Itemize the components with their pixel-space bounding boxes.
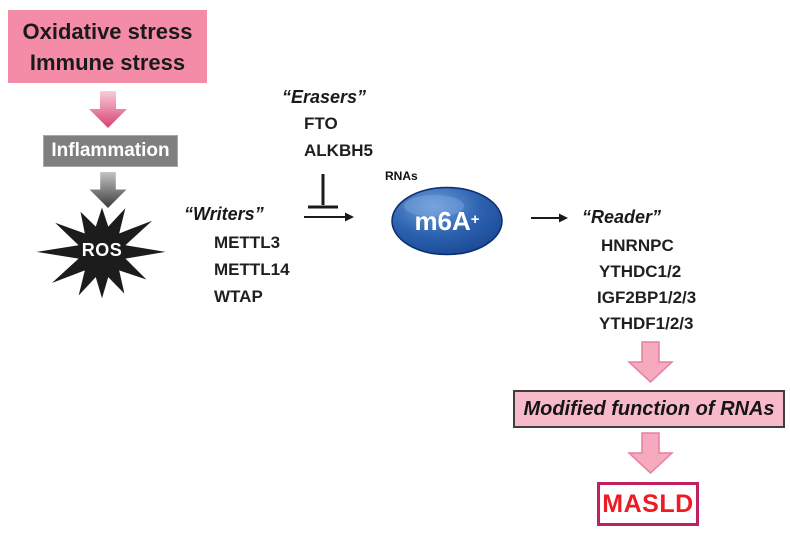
- erasers-item-alkbh5: ALKBH5: [304, 141, 373, 160]
- erasers-label: “Erasers”: [282, 87, 367, 107]
- rnas-label: RNAs: [385, 169, 418, 183]
- stress-down-arrow-icon: [89, 91, 127, 128]
- ros-starburst-icon: [36, 207, 166, 298]
- writers-label: “Writers”: [184, 204, 264, 224]
- methylation-arrow-icon: [304, 212, 354, 222]
- stress-line-1: Oxidative stress: [22, 18, 193, 44]
- masld-box: MASLD: [597, 482, 699, 526]
- ros-label: ROS: [81, 240, 123, 260]
- reader-item-hnrnpc: HNRNPC: [601, 236, 674, 255]
- oxidative-immune-stress-box: Oxidative stress Immune stress: [8, 10, 207, 83]
- reader-item-ythdf: YTHDF1/2/3: [599, 314, 694, 333]
- m6a-ellipse: [391, 186, 503, 256]
- reader-down-arrow-icon: [627, 341, 674, 383]
- reader-label: “Reader”: [582, 207, 662, 227]
- inflammation-down-arrow-icon: [89, 172, 127, 208]
- erasers-item-fto: FTO: [304, 114, 338, 133]
- stress-line-2: Immune stress: [29, 49, 186, 75]
- reader-arrow-icon: [531, 213, 568, 223]
- inhibition-tbar-icon: [308, 174, 338, 209]
- modified-down-arrow-icon: [627, 432, 674, 474]
- modified-function-box: Modified function of RNAs: [513, 390, 785, 428]
- masld-label: MASLD: [602, 489, 694, 518]
- writers-item-mettl3: METTL3: [214, 233, 281, 252]
- m6a-label: m6A+: [414, 205, 480, 236]
- inflammation-label: Inflammation: [51, 140, 170, 161]
- writers-item-wtap: WTAP: [214, 287, 263, 306]
- inflammation-box: Inflammation: [43, 135, 178, 167]
- reader-item-ythdc: YTHDC1/2: [599, 262, 682, 281]
- m6a-superscript: +: [470, 210, 480, 228]
- reader-item-igf2bp: IGF2BP1/2/3: [597, 288, 697, 307]
- writers-item-mettl14: METTL14: [214, 260, 290, 279]
